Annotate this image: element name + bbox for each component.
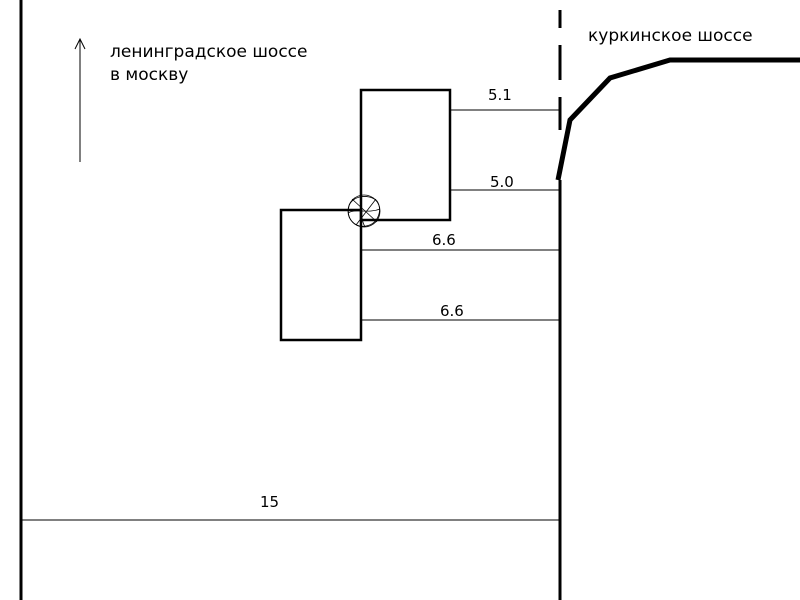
scribble-circle-icon	[347, 194, 381, 228]
arrow-up-icon	[74, 37, 86, 162]
dimension-label-5-0: 5.0	[490, 173, 514, 191]
kurkinskoe-label: куркинское шоссе	[588, 26, 753, 46]
leningradskoe-label-line1: ленинградское шоссе	[110, 42, 307, 62]
building-lower	[279, 208, 363, 342]
dimension-label-6-6-upper: 6.6	[432, 231, 456, 249]
leningradskoe-label-line2: в москву	[110, 65, 188, 85]
dimension-label-5-1: 5.1	[488, 86, 512, 104]
kurkinskoe-road-edge	[555, 57, 800, 181]
building-upper	[359, 88, 452, 222]
dimension-label-15: 15	[260, 493, 279, 511]
dimension-label-6-6-lower: 6.6	[440, 302, 464, 320]
